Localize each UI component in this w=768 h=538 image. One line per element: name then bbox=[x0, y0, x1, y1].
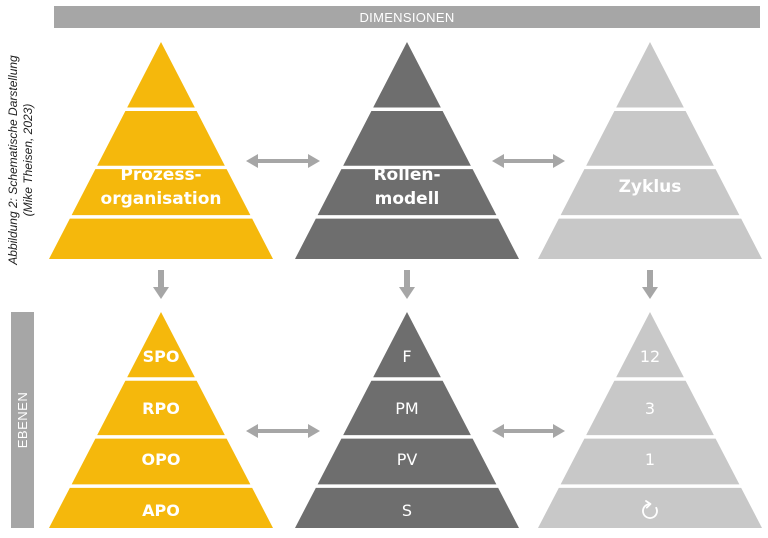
pyramid-segment bbox=[538, 218, 762, 259]
dimension-label-3: Zyklus bbox=[619, 177, 682, 197]
double-arrow-icon bbox=[246, 424, 320, 438]
dimension-label-1-line-1: Prozess- bbox=[120, 165, 201, 185]
pyramid-segment bbox=[71, 169, 251, 216]
pyramid-segment bbox=[560, 169, 740, 216]
dimension-label-2-line-1: Rollen- bbox=[373, 165, 440, 185]
dimension-label-1-line-2: organisation bbox=[101, 189, 222, 209]
level-label-opo: OPO bbox=[142, 450, 181, 469]
level-label-s: S bbox=[402, 501, 412, 520]
dimension-label-2-line-2: modell bbox=[375, 189, 440, 209]
pyramid-segment bbox=[127, 42, 195, 108]
level-label-spo: SPO bbox=[143, 347, 180, 366]
caption-line-2: (Mike Theisen, 2023) bbox=[21, 104, 35, 217]
pyramid-segment bbox=[97, 111, 225, 166]
level-label-pv: PV bbox=[397, 450, 418, 469]
ebenen-side-bar bbox=[11, 312, 34, 528]
pyramid-segment bbox=[560, 438, 740, 485]
ebenen-label: EBENEN bbox=[15, 392, 30, 448]
pyramid-segment bbox=[97, 380, 225, 436]
pyramid-segment bbox=[586, 111, 714, 166]
level-label-pm: PM bbox=[395, 399, 418, 418]
level-label-rpo: RPO bbox=[142, 399, 180, 418]
pyramid-segment bbox=[343, 111, 471, 166]
pyramid-zyklus bbox=[538, 42, 762, 259]
double-arrow-icon bbox=[246, 154, 320, 168]
down-arrow-icon bbox=[642, 270, 658, 299]
pyramid-segment bbox=[49, 218, 273, 259]
level-label-f: F bbox=[402, 347, 411, 366]
pyramid-rollenmodell bbox=[295, 42, 519, 259]
pyramid-segment bbox=[317, 169, 497, 216]
level-label-12: 12 bbox=[640, 347, 660, 366]
double-arrow-icon bbox=[492, 424, 565, 438]
pyramid-segment bbox=[71, 438, 251, 485]
caption-line-1: Abbildung 2: Schematische Darstellung bbox=[6, 55, 20, 266]
pyramid-ebenen-rollenmodell bbox=[295, 312, 519, 528]
ebenen-label-group: EBENEN bbox=[15, 392, 30, 448]
down-arrow-icon bbox=[153, 270, 169, 299]
level-label-3: 3 bbox=[645, 399, 655, 418]
dimensionen-header-bar bbox=[54, 6, 760, 28]
double-arrow-icon bbox=[492, 154, 565, 168]
pyramid-segment bbox=[317, 438, 497, 485]
pyramid-segment bbox=[295, 487, 519, 528]
level-label-apo: APO bbox=[142, 501, 180, 520]
pyramid-segment bbox=[373, 312, 441, 378]
down-arrow-icon bbox=[399, 270, 415, 299]
pyramid-segment bbox=[586, 380, 714, 436]
pyramid-segment bbox=[616, 42, 684, 108]
pyramid-ebenen-prozessorganisation bbox=[49, 312, 273, 528]
pyramid-segment bbox=[373, 42, 441, 108]
pyramid-segment bbox=[616, 312, 684, 378]
pyramid-segment bbox=[538, 487, 762, 528]
pyramid-segment bbox=[49, 487, 273, 528]
pyramid-prozessorganisation bbox=[49, 42, 273, 259]
pyramid-ebenen-zyklus bbox=[538, 312, 762, 528]
pyramid-segment bbox=[343, 380, 471, 436]
level-label-1: 1 bbox=[645, 450, 655, 469]
figure-caption: Abbildung 2: Schematische Darstellung (M… bbox=[6, 55, 35, 266]
pyramid-segment bbox=[295, 218, 519, 259]
pyramid-segment bbox=[127, 312, 195, 378]
dimensionen-label: DIMENSIONEN bbox=[359, 10, 454, 25]
refresh-icon bbox=[642, 500, 658, 519]
